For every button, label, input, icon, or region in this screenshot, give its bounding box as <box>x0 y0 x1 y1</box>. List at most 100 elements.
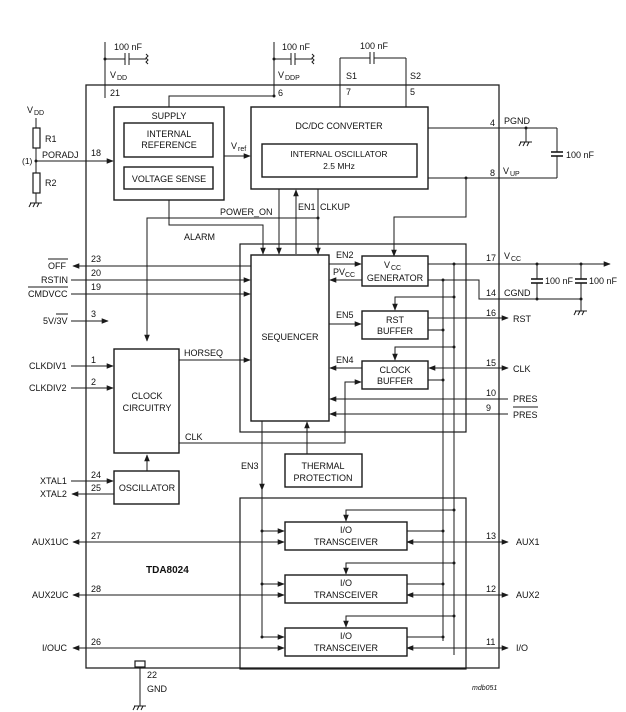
clkdiv2-label: CLKDIV2 <box>29 383 67 393</box>
pgnd-label: PGND <box>504 116 531 126</box>
pin-number: 7 <box>346 87 351 97</box>
pin-number: 14 <box>486 288 496 298</box>
rstin-label: RSTIN <box>41 275 68 285</box>
supply-title: SUPPLY <box>152 111 187 121</box>
io-transceiver-label: I/O <box>340 631 352 641</box>
oscillator-label: OSCILLATOR <box>119 483 176 493</box>
pin-number: 24 <box>91 470 101 480</box>
clock-buffer-label-2: BUFFER <box>377 376 414 386</box>
vcc-cap1-label: 100 nF <box>545 276 574 286</box>
pin-number: 10 <box>486 388 496 398</box>
power-on-label: POWER_ON <box>220 207 273 217</box>
pin-number: 8 <box>490 168 495 178</box>
rst-buffer-block: RST BUFFER <box>361 310 429 340</box>
clock-buffer-block: CLOCK BUFFER <box>361 360 429 390</box>
io-transceiver-group <box>239 497 467 670</box>
rst-buffer-label-2: BUFFER <box>377 326 414 336</box>
en4-label: EN4 <box>336 355 354 365</box>
pin-number: 4 <box>490 118 495 128</box>
pin-label-sub: DD <box>117 75 127 82</box>
vref-sub: ref <box>238 146 246 153</box>
pin-number: 13 <box>486 531 496 541</box>
clk-internal-label: CLK <box>185 432 203 442</box>
pin-number: 20 <box>91 268 101 278</box>
thermal-label: THERMAL <box>301 461 344 471</box>
cgnd-label: CGND <box>504 288 531 298</box>
io-transceiver-label: I/O <box>340 525 352 535</box>
pin-number: 15 <box>486 358 496 368</box>
clk-pin-label: CLK <box>513 364 531 374</box>
vup-label: V <box>503 166 509 176</box>
dcdc-title: DC/DC CONVERTER <box>295 121 383 131</box>
5v3v-label: 5V/3V <box>43 316 68 326</box>
xtal2-label: XTAL2 <box>40 489 67 499</box>
vcc-gen-sub: CC <box>391 265 401 272</box>
cap-label: 100 nF <box>114 42 143 52</box>
io-transceiver-block: I/O TRANSCEIVER <box>260 508 456 551</box>
horseq-label: HORSEQ <box>184 348 223 358</box>
left-control-pins: OFF 23 RSTIN 20 CMDVCC 19 5V/3V 3 <box>28 254 251 326</box>
pin-number: 5 <box>410 87 415 97</box>
supply-block: SUPPLY INTERNAL REFERENCE VOLTAGE SENSE <box>113 106 225 201</box>
gnd-pin: 22 GND <box>132 660 168 711</box>
r2-label: R2 <box>45 178 57 188</box>
rst-buffer-label: RST <box>386 315 405 325</box>
internal-reference-label: INTERNAL <box>147 129 192 139</box>
pin-vddp-top: 100 nF V DDP 6 <box>272 42 315 98</box>
off-label: OFF <box>48 261 66 271</box>
pin-label: V <box>110 70 116 80</box>
aux2-label: AUX2 <box>516 590 540 600</box>
sequencer-block: SEQUENCER <box>250 254 330 422</box>
io-transceiver-label-2: TRANSCEIVER <box>314 537 379 547</box>
pin-label: S2 <box>410 71 421 81</box>
vcc-decoupling-caps: 100 nF 100 nF <box>531 262 618 316</box>
vcc-generator-block: V CC GENERATOR <box>361 255 429 287</box>
pin-label: V <box>278 70 284 80</box>
figure-id: mdb051 <box>472 685 497 692</box>
xtal1-label: XTAL1 <box>40 476 67 486</box>
pin-s1-s2-top: 100 nF S1 7 S2 5 <box>339 41 421 107</box>
en5-label: EN5 <box>336 310 354 320</box>
iouc-label: I/OUC <box>42 643 68 653</box>
alarm-label: ALARM <box>184 232 215 242</box>
vcc-gen-v: V <box>384 260 390 270</box>
clock-circuitry-label: CLOCK <box>131 391 162 401</box>
cmdvcc-label: CMDVCC <box>28 289 68 299</box>
pin-number: 26 <box>91 637 101 647</box>
sequencer-label: SEQUENCER <box>261 332 319 342</box>
clock-circuitry-label-2: CIRCUITRY <box>123 403 172 413</box>
internal-oscillator-label: INTERNAL OSCILLATOR <box>290 149 387 159</box>
chip-name: TDA8024 <box>146 565 189 576</box>
pin-number: 16 <box>486 308 496 318</box>
vdd-label: V <box>27 105 33 115</box>
aux1uc-label: AUX1UC <box>32 537 69 547</box>
pin-number: 9 <box>486 403 491 413</box>
pres-label: PRES <box>513 394 538 404</box>
vup-sub: UP <box>510 171 520 178</box>
chip-outline <box>85 84 500 669</box>
vdd-sub: DD <box>34 110 44 117</box>
cap-label: 100 nF <box>282 42 311 52</box>
aux2uc-label: AUX2UC <box>32 590 69 600</box>
rst-pin-label: RST <box>513 314 532 324</box>
cap-label: 100 nF <box>360 41 389 51</box>
clkdiv1-label: CLKDIV1 <box>29 361 67 371</box>
pvcc-label: PV <box>333 267 345 277</box>
pin-label: S1 <box>346 71 357 81</box>
pin-number: 28 <box>91 584 101 594</box>
internal-reference-label-2: REFERENCE <box>141 140 197 150</box>
vcc-cap2-label: 100 nF <box>589 276 618 286</box>
vcc-sub: CC <box>511 256 521 263</box>
en3-label: EN3 <box>241 461 259 471</box>
pin-number: 12 <box>486 584 496 594</box>
io-pin-label: I/O <box>516 643 528 653</box>
pin-number: 22 <box>147 670 157 680</box>
pin-number: 23 <box>91 254 101 264</box>
pin-number: 27 <box>91 531 101 541</box>
pvcc-sub: CC <box>345 272 355 279</box>
pin-number: 18 <box>91 148 101 158</box>
